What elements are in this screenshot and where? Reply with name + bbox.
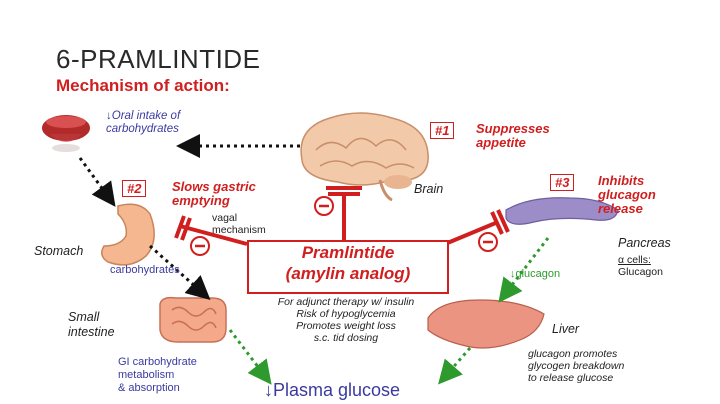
inhibition-lines [174, 186, 510, 246]
arrow-stomach-to-intestine [149, 244, 211, 300]
effect-3-text: Inhibits glucagon release [598, 173, 656, 216]
alpha-cells-label: α cells: Glucagon [618, 254, 663, 278]
oral-intake-label: ↓Oral intake of carbohydrates [106, 110, 181, 135]
effect-2-text: Slows gastric emptying [172, 179, 256, 208]
liver-label: Liver [552, 322, 580, 336]
effect-1-text: Suppresses appetite [476, 121, 550, 150]
brain-label: Brain [414, 182, 444, 196]
plasma-glucose-label: ↓Plasma glucose [264, 380, 401, 400]
stomach-icon [101, 203, 155, 266]
liver-note: glucagon promotes glycogen breakdown to … [528, 348, 625, 384]
effect-1: #1 [430, 122, 455, 140]
vagal-mechanism-label: vagal mechanism [212, 212, 266, 236]
liver-icon [427, 299, 545, 349]
inhibit-circle-stomach [190, 236, 210, 256]
brain-icon [300, 112, 429, 202]
pancreas-icon [505, 197, 619, 225]
pancreas-label: Pancreas [618, 236, 671, 250]
effect-2-badge: #2 [122, 180, 147, 197]
small-intestine-icon [159, 296, 227, 343]
drug-note: Promotes weight loss [296, 320, 396, 332]
slide-title: 6-PRAMLINTIDE [56, 44, 261, 74]
effect-2: #2 [122, 180, 147, 198]
stomach-label: Stomach [34, 244, 84, 258]
arrow-intake-to-stomach [78, 157, 116, 207]
glass-of-liquid-icon [42, 115, 90, 152]
inhibit-circle-brain [314, 196, 334, 216]
drug-notes: For adjunct therapy w/ insulin Risk of h… [240, 296, 452, 344]
arrow-liver-to-glucose [438, 347, 472, 385]
drug-note: s.c. tid dosing [313, 332, 379, 344]
pramlintide-box: Pramlintide (amylin analog) [247, 240, 449, 294]
arrow-pancreas-to-liver [498, 237, 550, 303]
slide-subtitle: Mechanism of action: [56, 76, 230, 95]
inhibit-circle-pancreas [478, 232, 498, 252]
effect-3: #3 [550, 174, 575, 192]
small-intestine-label: Small intestine [68, 310, 115, 339]
effect-3-badge: #3 [550, 174, 575, 191]
drug-note: For adjunct therapy w/ insulin [277, 296, 415, 308]
carbohydrates-label: carbohydrates [110, 264, 180, 276]
gi-metabolism-label: GI carbohydrate metabolism & absorption [118, 356, 197, 394]
effect-1-badge: #1 [430, 122, 455, 139]
glucagon-label: ↓glucagon [510, 268, 561, 280]
drug-note: Risk of hypoglycemia [296, 308, 396, 320]
